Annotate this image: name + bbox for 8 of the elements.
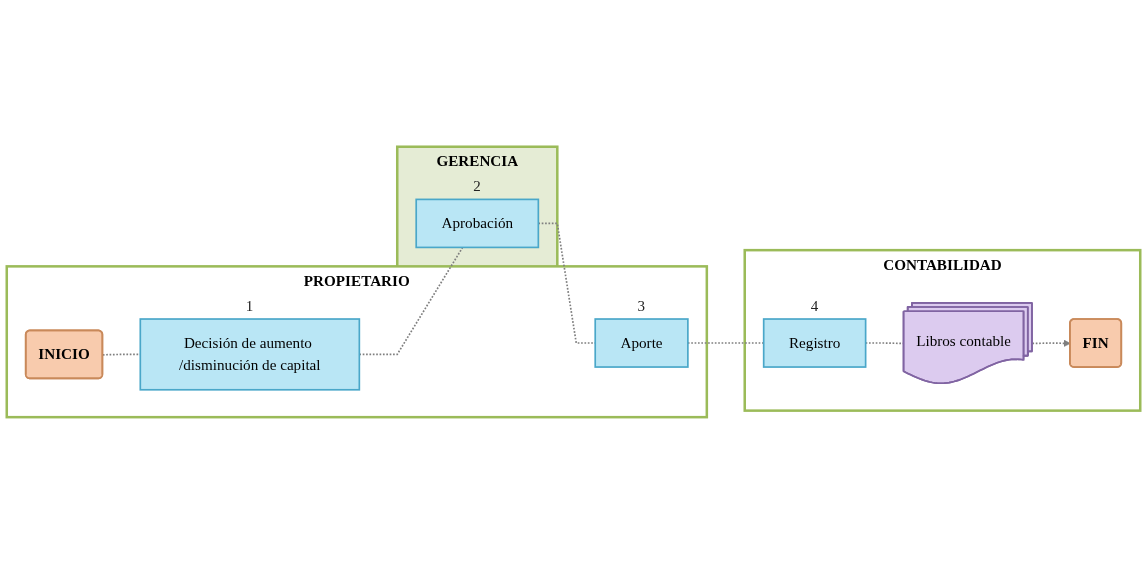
step-number: 4 [810,299,819,315]
node-box: Decisión de aumento /disminución de capital [139,318,361,391]
step-number: 1 [245,299,254,315]
node-box: Aprobación [415,198,540,249]
step-number: 3 [637,299,646,315]
node-box: Registro [762,318,867,368]
step-number: 2 [473,179,481,195]
node-box: Aporte [594,318,689,368]
